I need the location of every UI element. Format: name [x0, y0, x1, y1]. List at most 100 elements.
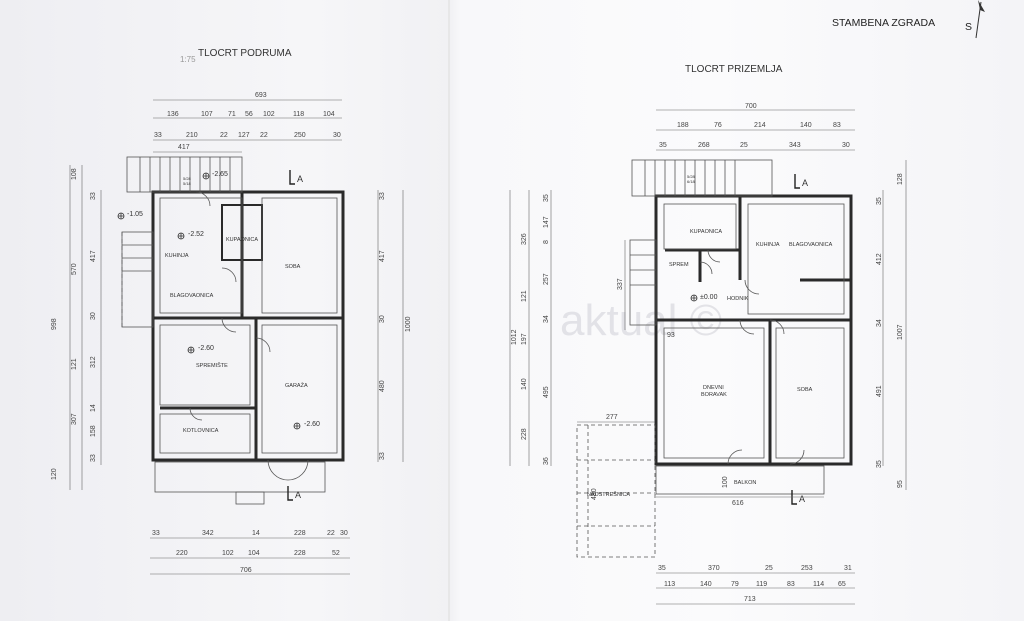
dim: 35 [658, 565, 666, 572]
ground-left-dimensions: 1012 326 121 228 337 197 140 36 35 147 8… [509, 190, 626, 466]
dim: 83 [787, 581, 795, 588]
dim: 30 [842, 142, 850, 149]
basement-top-dimensions: 693 136 107 71 56 102 118 104 33 210 22 … [153, 92, 342, 153]
dim: 121 [521, 290, 528, 302]
dim: 210 [186, 132, 198, 139]
dim: 95 [897, 480, 904, 488]
door-swing [769, 319, 785, 335]
basement-bottom-dimensions: 33 342 14 228 22 30 220 102 104 228 52 7… [150, 530, 350, 575]
dim: 14 [252, 530, 260, 537]
level-value: -2.60 [198, 345, 214, 352]
north-label: S [965, 21, 972, 33]
room-label: SPREMIŠTE [196, 362, 228, 369]
dim: 1000 [405, 316, 412, 332]
dim: 188 [677, 122, 689, 129]
dim: 22 [260, 132, 268, 139]
dim: 250 [294, 132, 306, 139]
room-label: GARAŽA [285, 381, 308, 389]
dim: 79 [731, 581, 739, 588]
basement-plan: TLOCRT PODRUMA 693 136 107 71 56 102 118… [51, 48, 412, 575]
basement-left-dimensions: 998 108 570 120 417 121 307 33 30 312 14… [51, 165, 102, 490]
level-marker-icon [117, 212, 125, 220]
dim: 14 [90, 404, 97, 412]
section-marker-icon [287, 486, 293, 501]
scale-stamp: 1:75 [180, 55, 196, 64]
dim: 326 [521, 233, 528, 245]
level-marker-icon [293, 422, 301, 430]
dim: 118 [293, 111, 304, 118]
room-label: BLAGOVAONICA [170, 293, 214, 299]
dim: 480 [379, 380, 386, 392]
dim: 1007 [897, 324, 904, 340]
door-swing [195, 191, 211, 207]
stair-note: 5/28 [183, 176, 192, 181]
dim: 113 [664, 581, 675, 588]
room-label: HODNIK [727, 296, 749, 302]
door-swing [744, 279, 760, 295]
dim: 312 [90, 356, 97, 368]
dim: 104 [248, 550, 260, 557]
canopy [576, 424, 656, 558]
dim: 71 [228, 111, 236, 118]
dim: 30 [340, 530, 348, 537]
dim: 100 [722, 476, 729, 488]
dim: 480 [591, 488, 598, 500]
dim: 104 [323, 111, 335, 118]
dim: 33 [379, 452, 386, 460]
dim: 616 [732, 500, 744, 507]
dim: 140 [800, 122, 812, 129]
dim: 22 [220, 132, 228, 139]
level-marker-icon [690, 294, 698, 302]
dim: 343 [789, 142, 801, 149]
dim: 25 [765, 565, 773, 572]
level-value: -2.52 [188, 231, 204, 238]
door-swing [255, 337, 271, 353]
north-arrow-icon [975, 0, 985, 39]
balcony [655, 465, 825, 495]
garage-door-swing [287, 459, 309, 481]
dim: 33 [152, 530, 160, 537]
dim: 220 [176, 550, 188, 557]
basement-stairs: 5/28 5/18 [121, 156, 243, 328]
dim: 114 [813, 581, 824, 588]
dim: 33 [90, 454, 97, 462]
dim: 253 [801, 565, 813, 572]
room-label: SOBA [285, 264, 301, 270]
section-marker-label: A [295, 490, 301, 500]
level-value: ±0.00 [700, 294, 718, 301]
room-label: KOTLOVNICA [183, 428, 219, 434]
dim: 36 [543, 457, 550, 465]
door-swing [221, 317, 237, 333]
ground-right-dimensions: 128 95 35 412 34 491 35 1007 [876, 160, 907, 490]
dim: 93 [667, 332, 675, 339]
dim-top-total: 693 [255, 92, 267, 99]
dim: 30 [333, 132, 341, 139]
level-marker-icon [187, 346, 195, 354]
dim: 108 [71, 168, 78, 180]
dim: 417 [90, 250, 97, 262]
dim: 128 [897, 173, 904, 185]
building-title: STAMBENA ZGRADA [832, 17, 935, 29]
basement-title: TLOCRT PODRUMA [198, 48, 292, 59]
dim: 65 [838, 581, 846, 588]
level-value: -1.05 [127, 211, 143, 218]
stair-note: 5/28 [687, 174, 696, 179]
ground-stairs: 5/28 6/18 [629, 159, 773, 326]
room-label: SOBA [797, 387, 813, 393]
stair-note: 5/18 [183, 181, 192, 186]
level-value: -2.60 [304, 421, 320, 428]
level-marker-icon [202, 172, 210, 180]
dim: 22 [327, 530, 335, 537]
dim: 140 [521, 378, 528, 390]
room-label: KUPAONICA [226, 237, 258, 243]
dim: 307 [71, 413, 78, 425]
room-label: KUPAONICA [690, 229, 722, 235]
dim: 35 [876, 460, 883, 468]
dim: 412 [876, 253, 883, 265]
dim: 31 [844, 565, 852, 572]
level-marker-icon [177, 232, 185, 240]
dim: 119 [756, 581, 767, 588]
section-marker-label: A [802, 178, 808, 188]
